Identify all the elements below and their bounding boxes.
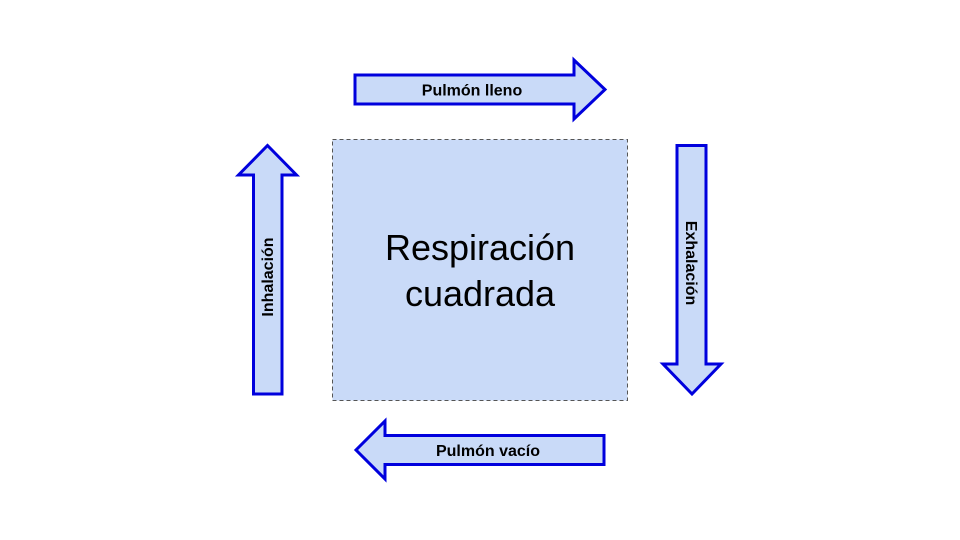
arrow-label-left: Inhalación — [260, 237, 277, 316]
center-box: Respiración cuadrada — [332, 139, 628, 401]
arrow-inhalacion: Inhalación — [234, 143, 301, 396]
arrow-label-right: Exhalación — [682, 221, 699, 305]
arrow-label-top: Pulmón lleno — [422, 83, 523, 100]
arrow-down-icon — [659, 144, 725, 397]
arrow-exhalacion: Exhalación — [659, 144, 725, 397]
arrow-right-icon — [353, 56, 608, 123]
arrow-up-icon — [234, 143, 301, 396]
center-title-line-2: cuadrada — [405, 273, 556, 314]
arrow-left-icon — [353, 417, 606, 483]
arrow-pulmon-vacio: Pulmón vacío — [353, 417, 606, 483]
arrow-label-bottom: Pulmón vacío — [436, 443, 540, 460]
arrow-pulmon-lleno: Pulmón lleno — [353, 56, 608, 123]
center-box-shape — [332, 139, 628, 401]
center-title-line-1: Respiración — [385, 227, 575, 268]
